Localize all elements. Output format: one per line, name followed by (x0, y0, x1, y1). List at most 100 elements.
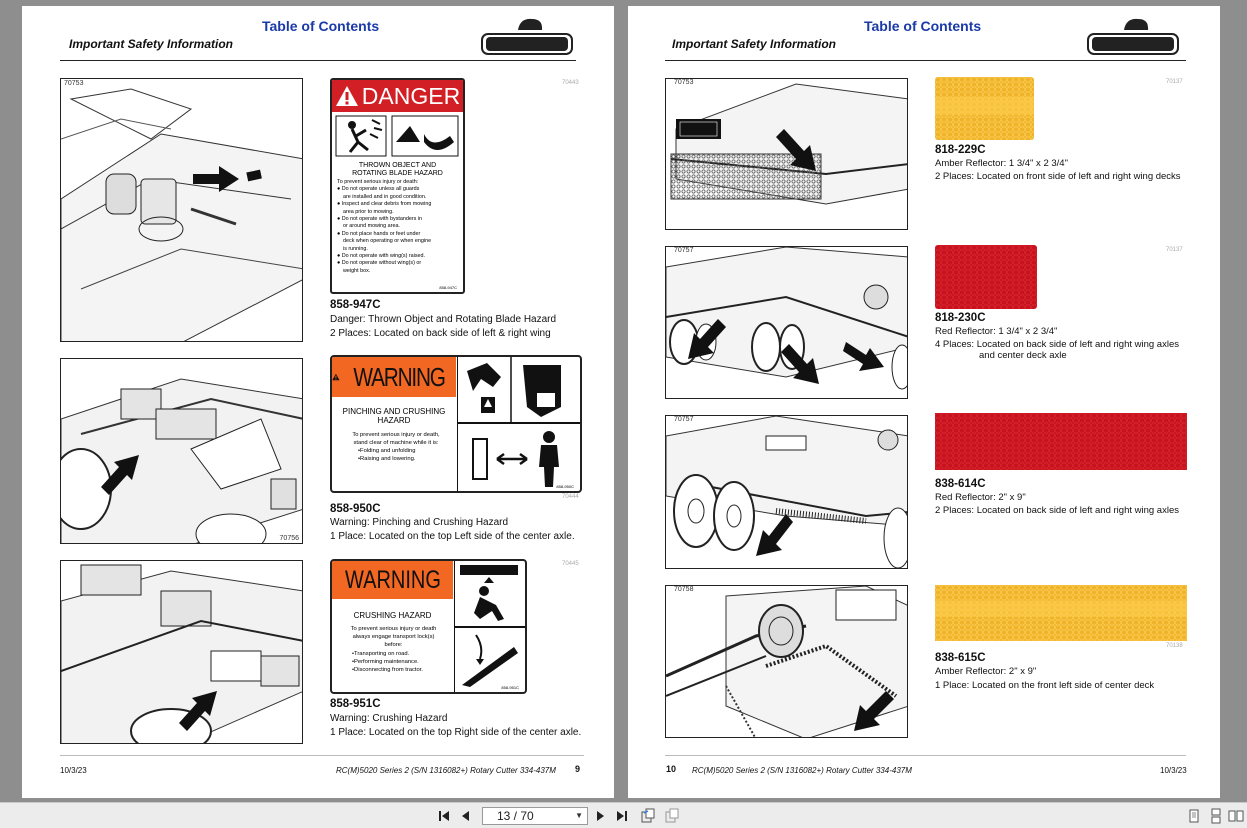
reflector-swatch (935, 585, 1187, 641)
danger-decal: DANGER THROWN OBJECT AND ROTATING BLADE … (330, 78, 465, 294)
part-description: Warning: Pinching and Crushing Hazard (330, 517, 509, 528)
reference-number: 70138 (1166, 643, 1183, 649)
figure-drawing (61, 378, 302, 543)
page-number: 9 (575, 764, 581, 774)
danger-title: THROWN OBJECT AND ROTATING BLADE HAZARD (352, 162, 443, 177)
part-number: 858-947C (330, 299, 381, 311)
decal-code: 858-951C (501, 685, 519, 690)
two-page-icon[interactable] (1228, 808, 1244, 824)
figure-drawing (670, 83, 907, 205)
figure-number: 70753 (62, 80, 86, 87)
last-page-icon[interactable] (614, 808, 630, 824)
toc-title-link[interactable]: Table of Contents (864, 18, 982, 34)
part-number: 818-230C (935, 312, 986, 324)
page-number: 10 (666, 764, 677, 774)
crush-text: To prevent serious injury or death alway… (350, 626, 437, 674)
header-rule (665, 60, 1186, 61)
figure-number: 70758 (672, 586, 696, 593)
part-placement: 1 Place: Located on the top Right side o… (330, 727, 582, 738)
reference-number: 70445 (562, 561, 579, 567)
reference-number: 70137 (1166, 79, 1183, 85)
chevron-down-icon[interactable]: ▼ (575, 811, 583, 820)
figure-drawing (666, 416, 907, 568)
go-back-icon[interactable] (640, 808, 656, 824)
decal-code: 858-947C (439, 285, 457, 290)
figure-center-axle-right (60, 560, 303, 744)
danger-decal-header: DANGER (332, 80, 463, 112)
figure-center-axle-left: 70756 (60, 358, 303, 544)
figure-number: 70753 (672, 79, 696, 86)
warning-triangle-icon (332, 373, 340, 381)
part-placement: 4 Places: Located on back side of left a… (935, 339, 1179, 361)
figure-wing-axles: 70757 (665, 246, 908, 399)
reference-number: 70444 (562, 494, 579, 500)
pinching-warning-decal: WARNING PINCHING AND CRUSHING HAZARD To … (330, 355, 582, 493)
footer-model: RC(M)5020 Series 2 (S/N 1316082+) Rotary… (692, 766, 912, 775)
warning-triangle-icon (335, 86, 358, 106)
part-number: 858-951C (330, 698, 381, 710)
pinch-title: PINCHING AND CRUSHING HAZARD (342, 407, 446, 425)
part-placement: 1 Place: Located on the top Left side of… (330, 531, 575, 542)
left-page: Table of Contents Important Safety Infor… (22, 6, 614, 798)
figure-number: 70757 (672, 247, 696, 254)
warning-decal-header: WARNING (332, 561, 453, 599)
reference-number: 70137 (1166, 247, 1183, 253)
pinch-crush-pictogram (457, 357, 580, 491)
part-description: Warning: Crushing Hazard (330, 713, 448, 724)
pinch-text: To prevent serious injury or death, stan… (352, 432, 440, 462)
crushing-warning-decal: WARNING CRUSHING HAZARD To prevent serio… (330, 559, 527, 694)
part-number: 858-950C (330, 503, 381, 515)
go-forward-icon[interactable] (664, 808, 680, 824)
crush-pictogram (454, 561, 525, 692)
footer-date: 10/3/23 (1160, 766, 1187, 775)
toc-title-link[interactable]: Table of Contents (262, 18, 380, 34)
part-placement: 2 Places: Located on back side of left &… (330, 328, 551, 339)
part-number: 838-614C (935, 478, 986, 490)
danger-text: To prevent serious injury or death: ● Do… (337, 179, 432, 274)
red-reflector-small (935, 245, 1037, 309)
part-description: Danger: Thrown Object and Rotating Blade… (330, 314, 557, 325)
part-number: 838-615C (935, 652, 986, 664)
figure-center-deck-front: 70758 (665, 585, 908, 738)
part-placement: 2 Places: Located on front side of left … (935, 171, 1181, 182)
figure-drawing (666, 247, 907, 390)
part-number: 818-229C (935, 144, 986, 156)
figure-number: 70757 (672, 416, 696, 423)
part-description: Red Reflector: 1 3/4" x 2 3/4" (935, 326, 1058, 337)
warning-decal-header: WARNING (332, 357, 456, 397)
reflector-swatch (935, 77, 1034, 140)
section-heading: Important Safety Information (672, 37, 837, 51)
part-placement: 2 Places: Located on back side of left a… (935, 505, 1179, 516)
amber-reflector-long (935, 585, 1187, 641)
footer-model: RC(M)5020 Series 2 (S/N 1316082+) Rotary… (336, 766, 556, 775)
prev-page-icon[interactable] (458, 808, 474, 824)
decal-code: 858-950C (556, 484, 574, 489)
figure-number: 70756 (277, 535, 301, 542)
crush-title: CRUSHING HAZARD (353, 611, 432, 620)
next-page-icon[interactable] (592, 808, 608, 824)
section-heading: Important Safety Information (69, 37, 234, 51)
figure-drawing (61, 564, 302, 743)
reference-number: 70443 (562, 80, 579, 86)
first-page-icon[interactable] (436, 808, 452, 824)
figure-drawing (61, 88, 302, 341)
part-description: Amber Reflector: 1 3/4" x 2 3/4" (935, 158, 1068, 169)
part-description: Red Reflector: 2" x 9" (935, 492, 1026, 503)
figure-wing-axles-rear: 70757 (665, 415, 908, 569)
right-page: Table of Contents Important Safety Infor… (628, 6, 1220, 798)
part-placement: 1 Place: Located on the front left side … (935, 680, 1155, 691)
part-description: Amber Reflector: 2" x 9" (935, 666, 1037, 677)
continuous-icon[interactable] (1208, 808, 1224, 824)
footer-rule (665, 755, 1186, 756)
red-reflector-long (935, 413, 1187, 470)
figure-wing-deck: 70753 (60, 78, 303, 342)
figure-wing-deck-front: 70753 (665, 78, 908, 230)
reflector-swatch (935, 245, 1037, 309)
land-pride-logo (481, 18, 573, 55)
land-pride-logo (1087, 18, 1179, 55)
page-number-input[interactable]: 13 / 70 ▼ (482, 807, 588, 825)
footer-rule (60, 755, 584, 756)
single-page-icon[interactable] (1186, 808, 1202, 824)
header-rule (60, 60, 576, 61)
amber-reflector-small (935, 77, 1034, 140)
